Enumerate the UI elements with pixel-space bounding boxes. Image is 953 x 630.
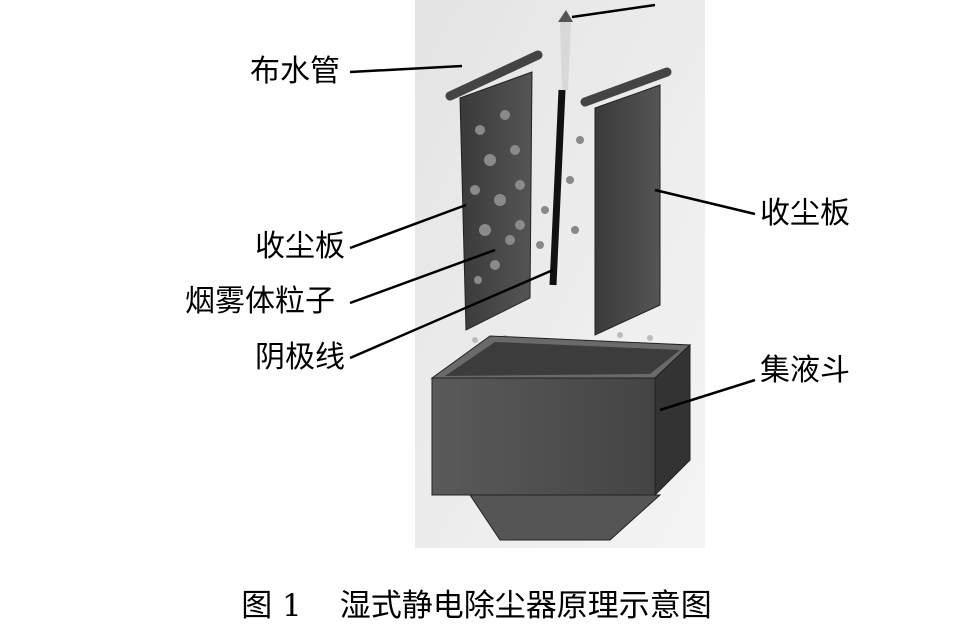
water-pipe-right — [580, 67, 672, 107]
label-liquid-hopper: 集液斗 — [760, 353, 850, 388]
particles — [536, 136, 584, 249]
label-smoke-particles: 烟雾体粒子 — [185, 284, 335, 319]
collector-plate-left — [459, 71, 533, 331]
figure-caption: 图 1 湿式静电除尘器原理示意图 — [0, 580, 953, 625]
label-collector-plate-right: 收尘板 — [760, 196, 850, 231]
leader-lines — [349, 3, 756, 412]
cathode-wire — [549, 89, 566, 286]
figure-title: 湿式静电除尘器原理示意图 — [339, 588, 712, 624]
figure-number: 图 1 — [241, 588, 302, 624]
label-collector-plate-left: 收尘板 — [255, 229, 345, 264]
label-cathode-wire: 阴极线 — [255, 340, 345, 375]
discharge-tip — [558, 10, 573, 90]
collector-plate-right — [594, 84, 661, 336]
water-pipe-left — [445, 50, 543, 101]
liquid-hopper — [430, 335, 692, 541]
label-water-pipe: 布水管 — [250, 54, 340, 89]
